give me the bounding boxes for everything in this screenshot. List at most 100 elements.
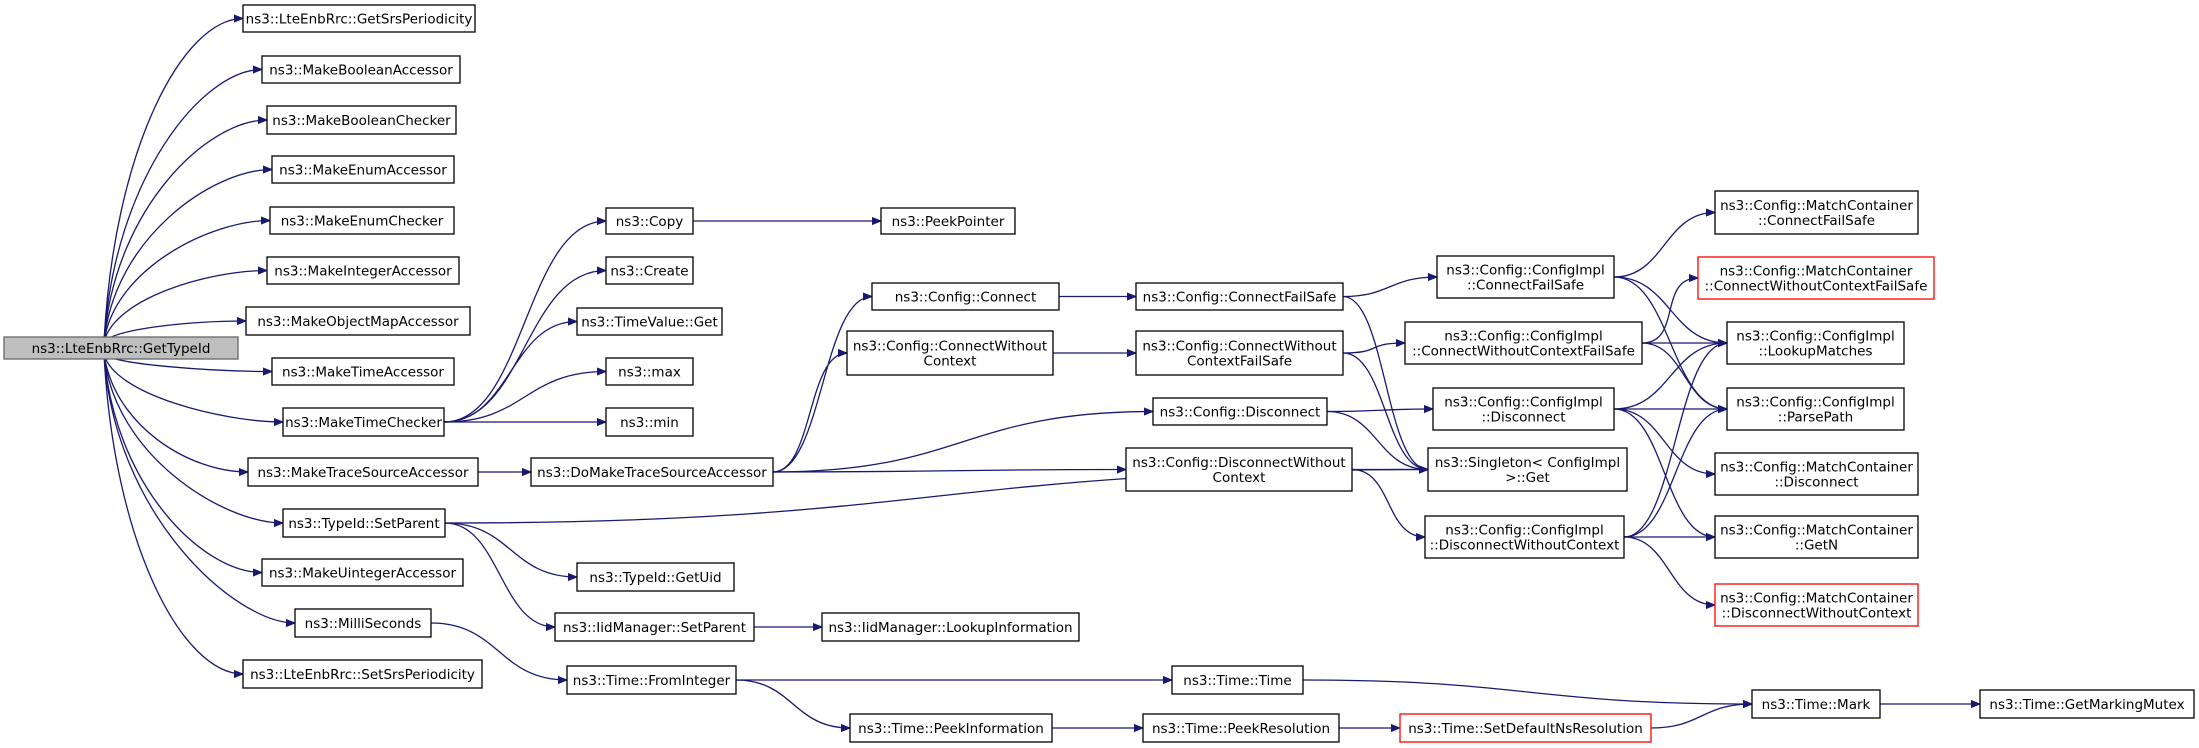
node-box[interactable] bbox=[821, 612, 1080, 642]
node-box[interactable] bbox=[1714, 583, 1919, 627]
node-n17[interactable]: ns3::Create bbox=[605, 256, 694, 285]
node-box[interactable] bbox=[871, 282, 1060, 311]
node-n12[interactable]: ns3::MakeUintegerAccessor bbox=[261, 558, 464, 587]
node-n45[interactable]: ns3::Time::PeekInformation bbox=[849, 713, 1053, 743]
node-box[interactable] bbox=[1714, 515, 1919, 559]
node-box[interactable] bbox=[1432, 387, 1615, 431]
node-box[interactable] bbox=[242, 4, 476, 33]
node-box[interactable] bbox=[849, 713, 1053, 743]
node-box[interactable] bbox=[245, 306, 471, 336]
node-box[interactable] bbox=[266, 105, 457, 135]
node-n18[interactable]: ns3::TimeValue::Get bbox=[576, 307, 723, 336]
node-n20[interactable]: ns3::min bbox=[605, 407, 694, 437]
node-box[interactable] bbox=[1152, 397, 1328, 426]
node-n25[interactable]: ns3::Config::DisconnectWithoutContext bbox=[1125, 447, 1353, 492]
node-box[interactable] bbox=[282, 508, 446, 538]
node-n34[interactable]: ns3::Config::MatchContainer::ConnectWith… bbox=[1697, 256, 1935, 300]
node-n41[interactable]: ns3::IidManager::SetParent bbox=[554, 612, 755, 642]
node-n9[interactable]: ns3::MakeTimeChecker bbox=[282, 407, 445, 437]
node-box[interactable] bbox=[269, 206, 455, 235]
node-n11[interactable]: ns3::TypeId::SetParent bbox=[282, 508, 446, 538]
node-n38[interactable]: ns3::Config::MatchContainer::GetN bbox=[1714, 515, 1919, 559]
node-box[interactable] bbox=[294, 608, 432, 638]
node-n23[interactable]: ns3::Config::ConnectWithoutContext bbox=[846, 330, 1054, 376]
node-n26[interactable]: ns3::Config::ConnectFailSafe bbox=[1135, 282, 1344, 311]
node-n15[interactable]: ns3::Copy bbox=[605, 207, 694, 235]
node-n30[interactable]: ns3::Config::ConfigImpl::ConnectWithoutC… bbox=[1404, 321, 1643, 365]
node-n0[interactable]: ns3::LteEnbRrc::GetTypeId bbox=[3, 336, 239, 360]
node-box[interactable] bbox=[242, 659, 483, 689]
node-box[interactable] bbox=[576, 562, 735, 592]
node-box[interactable] bbox=[1427, 447, 1628, 492]
node-n4[interactable]: ns3::MakeEnumAccessor bbox=[271, 155, 455, 184]
node-box[interactable] bbox=[1125, 447, 1353, 492]
node-box[interactable] bbox=[576, 307, 723, 336]
node-n43[interactable]: ns3::Time::FromInteger bbox=[566, 665, 737, 695]
node-box[interactable] bbox=[1726, 321, 1905, 365]
node-n8[interactable]: ns3::MakeTimeAccessor bbox=[271, 357, 455, 386]
node-box[interactable] bbox=[1751, 689, 1881, 719]
node-box[interactable] bbox=[247, 457, 479, 487]
node-n3[interactable]: ns3::MakeBooleanChecker bbox=[266, 105, 457, 135]
node-n33[interactable]: ns3::Config::MatchContainer::ConnectFail… bbox=[1714, 190, 1919, 235]
node-box[interactable] bbox=[605, 407, 694, 437]
node-n49[interactable]: ns3::Time::GetMarkingMutex bbox=[1979, 689, 2195, 719]
node-n7[interactable]: ns3::MakeObjectMapAccessor bbox=[245, 306, 471, 336]
node-box[interactable] bbox=[261, 55, 461, 84]
node-n21[interactable]: ns3::DoMakeTraceSourceAccessor bbox=[530, 457, 774, 487]
node-n40[interactable]: ns3::TypeId::GetUid bbox=[576, 562, 735, 592]
node-box[interactable] bbox=[1697, 256, 1935, 300]
node-box[interactable] bbox=[1135, 330, 1344, 376]
node-box[interactable] bbox=[846, 330, 1054, 376]
node-n29[interactable]: ns3::Config::ConfigImpl::ConnectFailSafe bbox=[1436, 255, 1615, 299]
node-box[interactable] bbox=[1404, 321, 1643, 365]
node-n2[interactable]: ns3::MakeBooleanAccessor bbox=[261, 55, 461, 84]
node-box[interactable] bbox=[880, 207, 1016, 235]
node-box[interactable] bbox=[1714, 190, 1919, 235]
node-n6[interactable]: ns3::MakeIntegerAccessor bbox=[266, 256, 460, 285]
node-n31[interactable]: ns3::Config::ConfigImpl::Disconnect bbox=[1432, 387, 1615, 431]
node-n32[interactable]: ns3::Config::ConfigImpl::DisconnectWitho… bbox=[1424, 515, 1625, 559]
node-n13[interactable]: ns3::MilliSeconds bbox=[294, 608, 432, 638]
node-box[interactable] bbox=[1714, 452, 1919, 496]
node-box[interactable] bbox=[282, 407, 445, 437]
node-box[interactable] bbox=[530, 457, 774, 487]
node-n27[interactable]: ns3::Config::ConnectWithoutContextFailSa… bbox=[1135, 330, 1344, 376]
node-box[interactable] bbox=[1436, 255, 1615, 299]
node-n48[interactable]: ns3::Time::Mark bbox=[1751, 689, 1881, 719]
node-box[interactable] bbox=[271, 155, 455, 184]
node-box[interactable] bbox=[1979, 689, 2195, 719]
node-box[interactable] bbox=[605, 357, 694, 386]
node-n35[interactable]: ns3::Config::ConfigImpl::LookupMatches bbox=[1726, 321, 1905, 365]
node-n28[interactable]: ns3::Singleton< ConfigImpl>::Get bbox=[1427, 447, 1628, 492]
node-n19[interactable]: ns3::max bbox=[605, 357, 694, 386]
node-box[interactable] bbox=[1399, 713, 1652, 743]
node-n36[interactable]: ns3::Config::ConfigImpl::ParsePath bbox=[1726, 387, 1905, 431]
node-box[interactable] bbox=[1142, 713, 1340, 743]
node-box[interactable] bbox=[3, 336, 239, 360]
node-n14[interactable]: ns3::LteEnbRrc::SetSrsPeriodicity bbox=[242, 659, 483, 689]
node-n47[interactable]: ns3::Time::SetDefaultNsResolution bbox=[1399, 713, 1652, 743]
node-n39[interactable]: ns3::Config::MatchContainer::DisconnectW… bbox=[1714, 583, 1919, 627]
node-n24[interactable]: ns3::Config::Disconnect bbox=[1152, 397, 1328, 426]
node-box[interactable] bbox=[271, 357, 455, 386]
node-n22[interactable]: ns3::Config::Connect bbox=[871, 282, 1060, 311]
node-n37[interactable]: ns3::Config::MatchContainer::Disconnect bbox=[1714, 452, 1919, 496]
node-box[interactable] bbox=[566, 665, 737, 695]
node-n42[interactable]: ns3::IidManager::LookupInformation bbox=[821, 612, 1080, 642]
node-n1[interactable]: ns3::LteEnbRrc::GetSrsPeriodicity bbox=[242, 4, 476, 33]
node-box[interactable] bbox=[266, 256, 460, 285]
node-n5[interactable]: ns3::MakeEnumChecker bbox=[269, 206, 455, 235]
node-box[interactable] bbox=[1171, 665, 1304, 695]
node-box[interactable] bbox=[605, 207, 694, 235]
node-n46[interactable]: ns3::Time::PeekResolution bbox=[1142, 713, 1340, 743]
node-box[interactable] bbox=[1726, 387, 1905, 431]
node-box[interactable] bbox=[605, 256, 694, 285]
node-n16[interactable]: ns3::PeekPointer bbox=[880, 207, 1016, 235]
node-box[interactable] bbox=[1424, 515, 1625, 559]
node-box[interactable] bbox=[261, 558, 464, 587]
node-box[interactable] bbox=[1135, 282, 1344, 311]
node-box[interactable] bbox=[554, 612, 755, 642]
node-n44[interactable]: ns3::Time::Time bbox=[1171, 665, 1304, 695]
node-n10[interactable]: ns3::MakeTraceSourceAccessor bbox=[247, 457, 479, 487]
